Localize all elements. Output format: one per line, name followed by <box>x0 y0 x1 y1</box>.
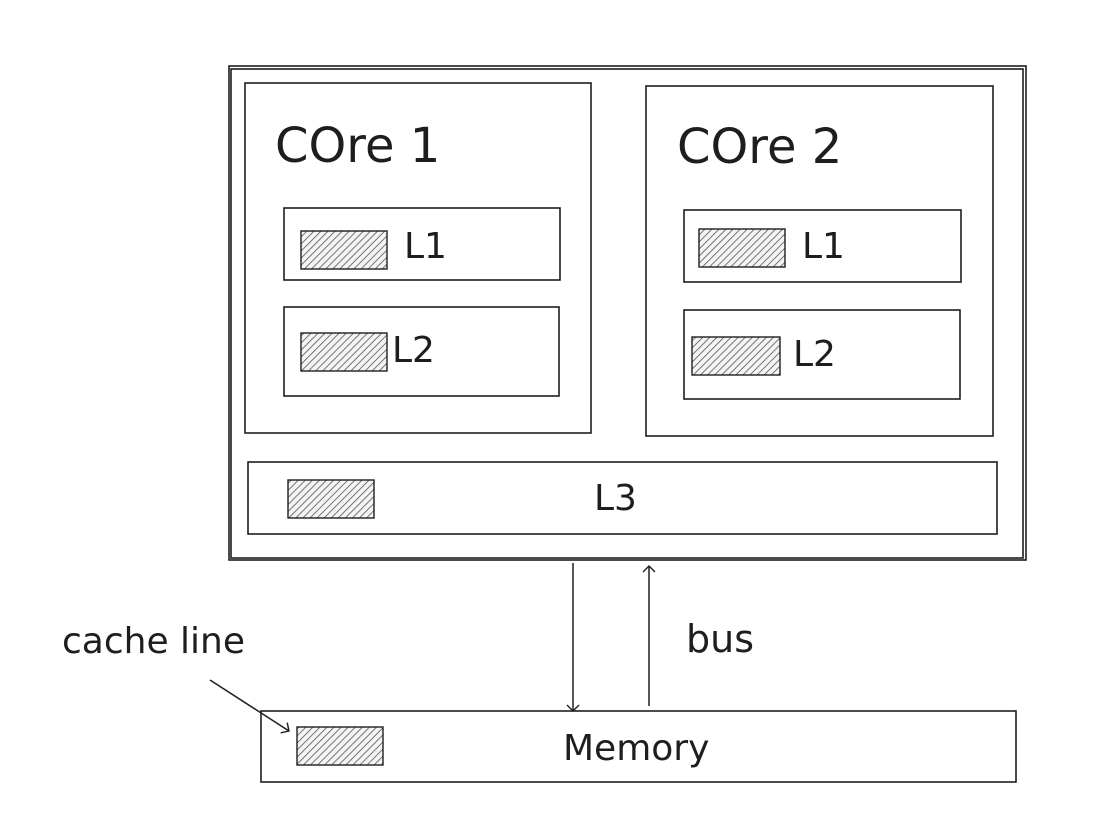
core-1: COre 1 L1 L2 <box>244 82 592 434</box>
l3-cache-line <box>287 479 375 519</box>
memory-label: Memory <box>563 728 709 769</box>
core-1-l1-cache-line <box>300 230 388 270</box>
core-1-l1-cache: L1 <box>283 207 561 281</box>
bus: bus <box>566 563 754 712</box>
cache-line-pointer-arrow <box>209 679 290 734</box>
bus-label: bus <box>686 617 754 661</box>
cpu-package <box>228 65 1027 561</box>
core-1-l2-label: L2 <box>392 330 435 371</box>
core-2-l1-cache: L1 <box>683 209 962 283</box>
core-2-title: COre 2 <box>677 119 842 175</box>
l3-cache: L3 <box>247 461 998 535</box>
core-2-l2-cache: L2 <box>683 309 961 400</box>
core-1-title: COre 1 <box>275 118 440 174</box>
memory-cache-line <box>296 726 384 766</box>
core-1-l2-cache: L2 <box>283 306 560 397</box>
memory: Memory <box>260 710 1017 783</box>
core-2-l1-cache-line <box>698 228 786 268</box>
core-1-l1-label: L1 <box>404 226 447 267</box>
core-2-l2-label: L2 <box>793 334 836 375</box>
core-1-l2-cache-line <box>300 332 388 372</box>
core-2-l2-cache-line <box>691 336 781 376</box>
l3-label: L3 <box>594 478 637 519</box>
cache-line-annotation: cache line <box>62 621 290 734</box>
cache-line-label: cache line <box>62 621 245 662</box>
core-2-l1-label: L1 <box>802 226 845 267</box>
core-2: COre 2 L1 L2 <box>645 85 994 437</box>
